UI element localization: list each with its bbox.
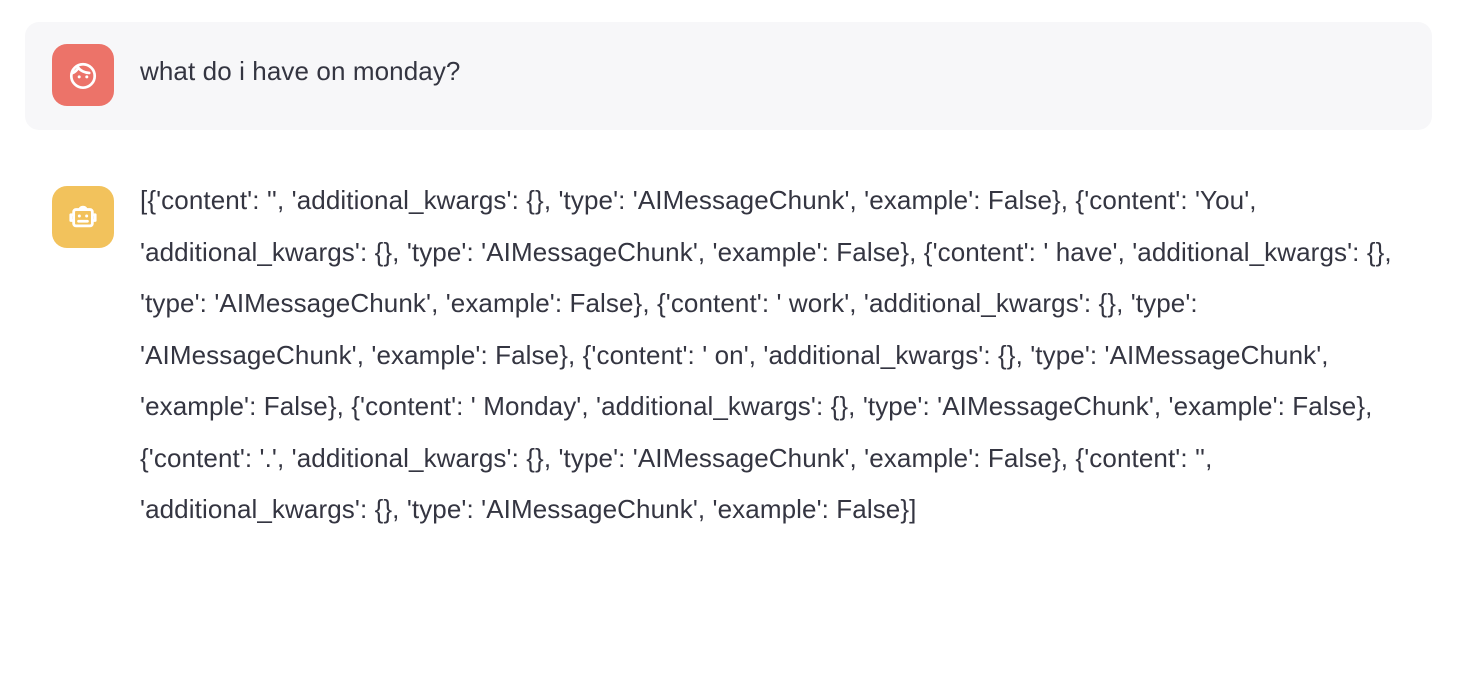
user-avatar <box>52 44 114 106</box>
robot-face-icon <box>64 198 102 236</box>
assistant-avatar <box>52 186 114 248</box>
user-message-text: what do i have on monday? <box>140 56 461 86</box>
assistant-message-text: [{'content': '', 'additional_kwargs': {}… <box>140 185 1400 524</box>
chat-thread: what do i have on monday? [{'content': '… <box>0 22 1464 536</box>
user-message-row: what do i have on monday? <box>25 22 1432 130</box>
assistant-message-row: [{'content': '', 'additional_kwargs': {}… <box>25 185 1432 536</box>
child-face-icon <box>64 56 102 94</box>
